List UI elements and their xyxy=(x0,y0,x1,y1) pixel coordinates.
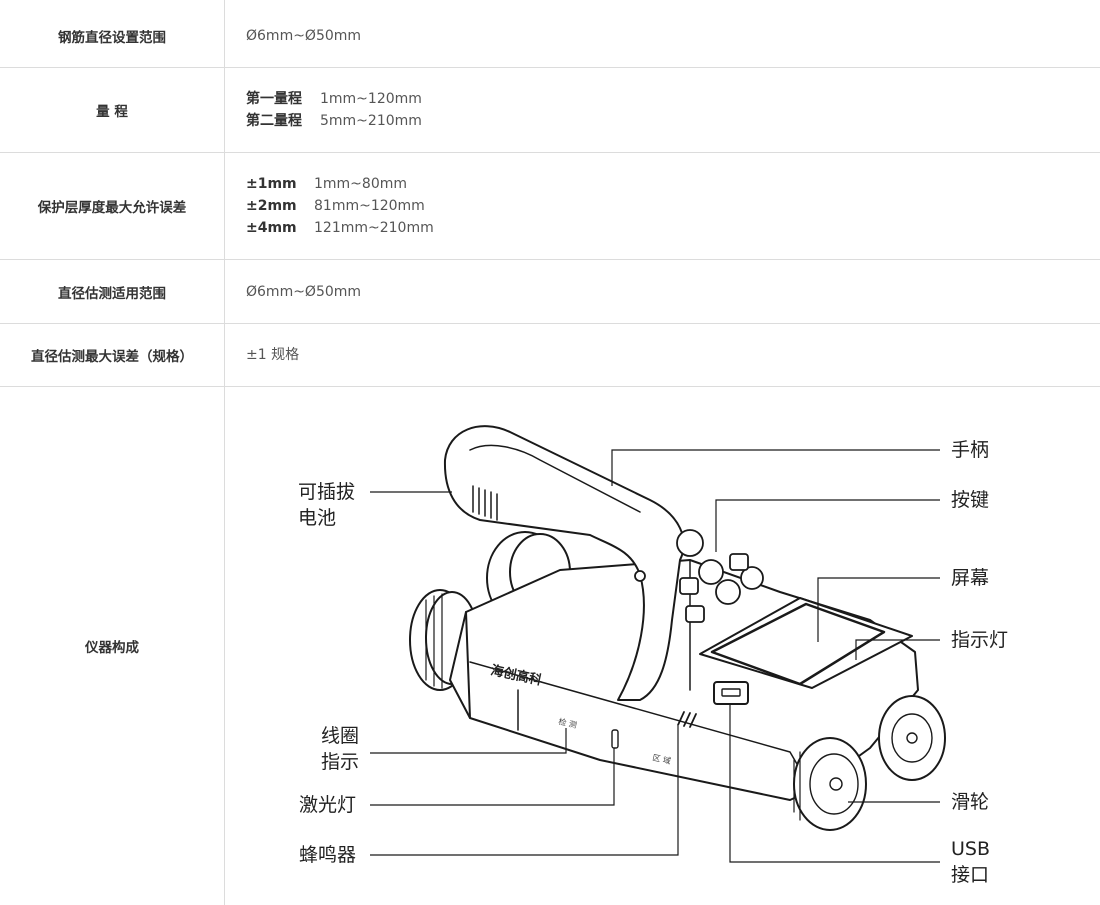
device-detect-right: 区 域 xyxy=(652,752,672,766)
pair-key: ±4mm xyxy=(246,220,297,236)
pair-key: ±1mm xyxy=(246,176,297,192)
row-label: 钢筋直径设置范围 xyxy=(58,29,166,46)
pair-value: 1mm~80mm xyxy=(314,176,408,192)
pair-value: 121mm~210mm xyxy=(314,220,434,236)
label-line: 指示 xyxy=(321,751,360,773)
row-label: 量 程 xyxy=(96,104,128,120)
value-pair: 第一量程 1mm~120mm xyxy=(246,88,1100,110)
row-value: 第一量程 1mm~120mm 第二量程 5mm~210mm xyxy=(246,68,1100,152)
table-row: 直径估测最大误差（规格） ±1 规格 xyxy=(0,324,1100,387)
label-line: 接口 xyxy=(951,864,990,886)
label-line: 可插拔 xyxy=(298,481,356,503)
pair-key: ±2mm xyxy=(246,198,297,214)
pair-key: 第二量程 xyxy=(246,113,302,129)
keys-label: 按键 xyxy=(951,489,990,511)
device-detect-left: 检 测 xyxy=(558,716,578,730)
row-label: 直径估测适用范围 xyxy=(58,285,166,302)
table-row: 保护层厚度最大允许误差 ±1mm 1mm~80mm ±2mm 81mm~120mm … xyxy=(0,153,1100,260)
value-pair: ±2mm 81mm~120mm xyxy=(246,195,1100,217)
value-pair: ±1mm 1mm~80mm xyxy=(246,173,1100,195)
back-right-roller xyxy=(878,695,946,781)
row-label: 仪器构成 xyxy=(85,640,139,656)
label-line: 线圈 xyxy=(321,725,360,747)
row-value: ±1 规格 xyxy=(246,347,300,363)
front-right-roller xyxy=(793,737,867,831)
table-row: 直径估测适用范围 Ø6mm~Ø50mm xyxy=(0,260,1100,324)
value-pair: 第二量程 5mm~210mm xyxy=(246,110,1100,132)
table-row: 钢筋直径设置范围 Ø6mm~Ø50mm xyxy=(0,4,1100,68)
coil-label: 线圈 指示 xyxy=(321,723,359,775)
battery-label: 可插拔 电池 xyxy=(298,479,355,531)
table-row: 量 程 第一量程 1mm~120mm 第二量程 5mm~210mm xyxy=(0,68,1100,153)
keypad xyxy=(634,529,764,623)
label-line: 电池 xyxy=(298,507,337,529)
pair-value: 81mm~120mm xyxy=(314,198,425,214)
row-label: 直径估测最大误差（规格） xyxy=(31,349,193,365)
pair-value: 1mm~120mm xyxy=(320,91,422,107)
row-value: Ø6mm~Ø50mm xyxy=(246,283,362,300)
pulley-label: 滑轮 xyxy=(951,791,990,813)
pair-value: 5mm~210mm xyxy=(320,113,422,129)
row-value: Ø6mm~Ø50mm xyxy=(246,27,362,44)
usb-label: USB 接口 xyxy=(951,836,990,888)
pair-key: 第一量程 xyxy=(246,91,302,107)
buzzer-label: 蜂鸣器 xyxy=(299,844,357,866)
table-row: 仪器构成 xyxy=(0,387,1100,905)
label-line: USB xyxy=(951,838,991,860)
laser-label: 激光灯 xyxy=(299,794,357,816)
screen-label: 屏幕 xyxy=(951,567,990,589)
table-column-divider xyxy=(224,0,225,905)
indicator-label: 指示灯 xyxy=(951,629,1009,651)
row-label: 保护层厚度最大允许误差 xyxy=(37,200,187,216)
handle-label: 手柄 xyxy=(951,439,990,461)
value-pair: ±4mm 121mm~210mm xyxy=(246,217,1100,239)
row-value: ±1mm 1mm~80mm ±2mm 81mm~120mm ±4mm 121mm~21… xyxy=(246,153,1100,259)
